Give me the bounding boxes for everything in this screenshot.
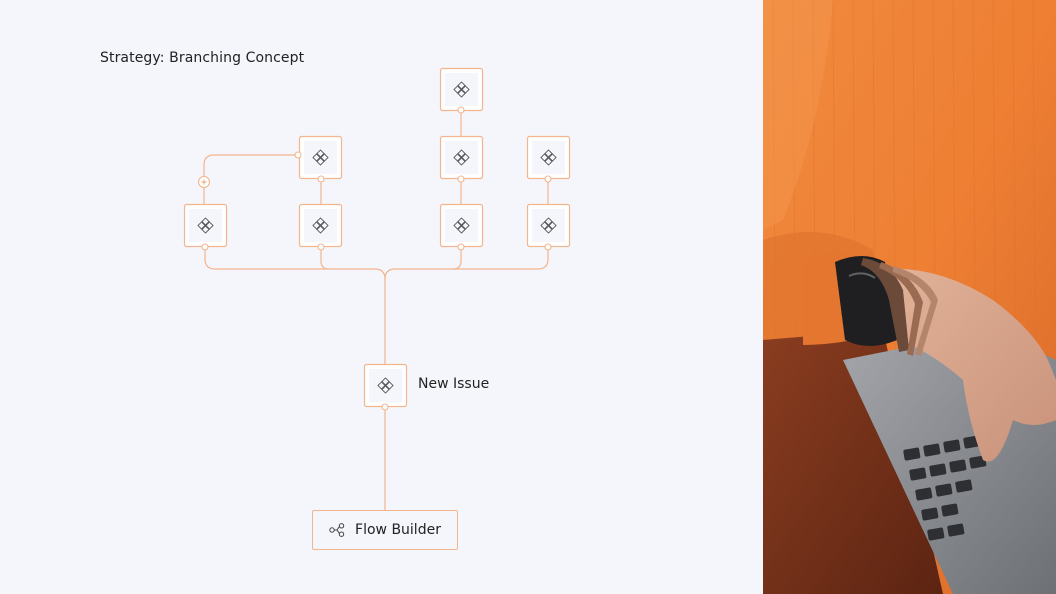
plus-icon xyxy=(201,179,207,185)
node[interactable] xyxy=(439,203,484,248)
port-dot xyxy=(294,151,302,159)
port-dot xyxy=(544,175,552,183)
connection-ports xyxy=(201,106,552,411)
connector-branch-4 xyxy=(384,247,549,280)
port-dot xyxy=(381,403,389,411)
connector-branch-1 xyxy=(204,247,386,280)
node[interactable] xyxy=(298,203,343,248)
person-typing-illustration xyxy=(763,0,1056,594)
port-dot xyxy=(544,243,552,251)
port-dot xyxy=(201,243,209,251)
node[interactable] xyxy=(183,203,228,248)
connector-lines xyxy=(203,110,549,510)
flow-builder-label: Flow Builder xyxy=(355,522,441,538)
new-issue-node[interactable] xyxy=(363,363,408,408)
connector-branch-3 xyxy=(452,247,462,270)
connector-branch-2 xyxy=(320,247,330,270)
add-branch-button[interactable] xyxy=(197,175,211,189)
new-issue-label: New Issue xyxy=(418,376,490,392)
node[interactable] xyxy=(439,67,484,112)
flow-builder-button[interactable]: Flow Builder xyxy=(312,510,458,550)
port-dot xyxy=(457,243,465,251)
node[interactable] xyxy=(439,135,484,180)
node[interactable] xyxy=(298,135,343,180)
port-dot xyxy=(317,175,325,183)
port-dot xyxy=(317,243,325,251)
branch-nodes-icon xyxy=(329,523,345,537)
node[interactable] xyxy=(526,203,571,248)
node[interactable] xyxy=(526,135,571,180)
port-dot xyxy=(457,175,465,183)
hero-photo xyxy=(763,0,1056,594)
page-title: Strategy: Branching Concept xyxy=(100,50,305,66)
port-dot xyxy=(457,106,465,114)
connector-loop xyxy=(203,154,298,204)
branching-diagram xyxy=(183,67,571,510)
